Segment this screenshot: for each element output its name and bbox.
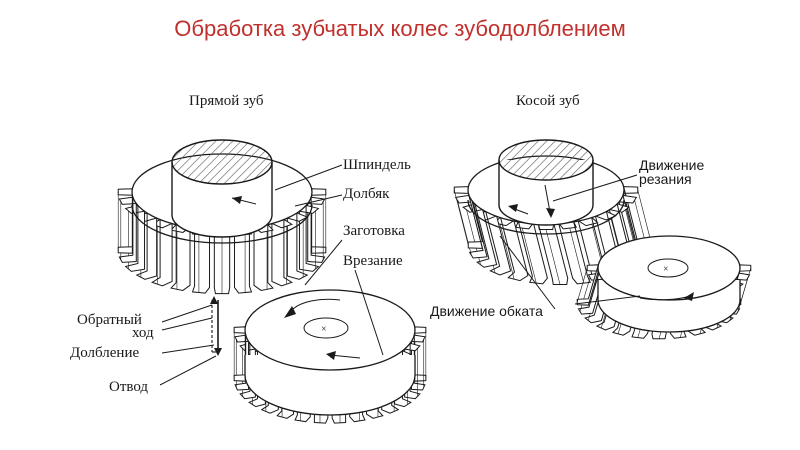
tooth-edge — [637, 189, 653, 246]
gear-tooth — [151, 218, 173, 287]
label-return-stroke-1: Обратный — [77, 312, 142, 328]
label-cutting-motion-2: резания — [639, 171, 692, 187]
slide-title: Обработка зубчатых колес зубодолблением — [174, 16, 626, 41]
label-shaping: Долбление — [70, 345, 140, 361]
tooth-edge — [453, 189, 469, 246]
gear-tooth — [253, 223, 274, 292]
left-spindle — [171, 139, 273, 238]
gear-tooth — [515, 219, 548, 285]
svg-text:×: × — [663, 264, 669, 275]
tooth-edge — [569, 228, 585, 284]
label-cutting-motion-1: Движение — [639, 157, 705, 173]
left-blank-gear: × — [233, 289, 427, 424]
gear-tooth — [493, 216, 529, 282]
left-leader-lines — [159, 164, 384, 386]
gear-tooth — [233, 326, 246, 382]
left-panel-heading: Прямой зуб — [189, 93, 264, 109]
gear-tooth — [118, 196, 137, 263]
gear-tooth — [191, 227, 211, 294]
tooth-edge — [545, 229, 561, 285]
gear-tooth — [414, 326, 427, 382]
label-return-stroke-2: ход — [132, 325, 154, 341]
right-blank-gear: × — [576, 235, 752, 340]
svg-text:×: × — [321, 324, 327, 335]
label-infeed: Врезание — [343, 253, 403, 269]
tooth-edge — [576, 267, 588, 303]
gear-tooth — [298, 204, 320, 272]
gear-tooth — [462, 203, 498, 268]
tooth-edge — [737, 277, 749, 312]
gear-tooth — [170, 223, 191, 292]
stroke-diagram — [210, 296, 222, 356]
right-spindle — [498, 139, 594, 226]
gear-tooth — [311, 188, 327, 254]
label-rolling-motion: Движение обката — [430, 303, 543, 319]
right-panel-heading: Косой зуб — [516, 93, 580, 109]
tooth-edge — [499, 224, 515, 280]
tooth-edge — [579, 277, 591, 312]
gear-tooth — [558, 221, 591, 285]
right-leader-lines — [499, 174, 641, 310]
gear-tooth — [286, 212, 309, 280]
gear-tooth — [537, 223, 569, 285]
label-blank: Заготовка — [343, 223, 405, 239]
gear-tooth — [233, 227, 253, 294]
label-retract: Отвод — [109, 379, 149, 395]
tooth-edge — [521, 228, 537, 284]
gear-tooth — [454, 194, 488, 259]
gear-tooth — [124, 204, 146, 272]
gear-tooth — [577, 272, 604, 315]
label-spindle: Шпиндель — [343, 157, 411, 173]
label-cutter: Долбяк — [343, 186, 390, 202]
